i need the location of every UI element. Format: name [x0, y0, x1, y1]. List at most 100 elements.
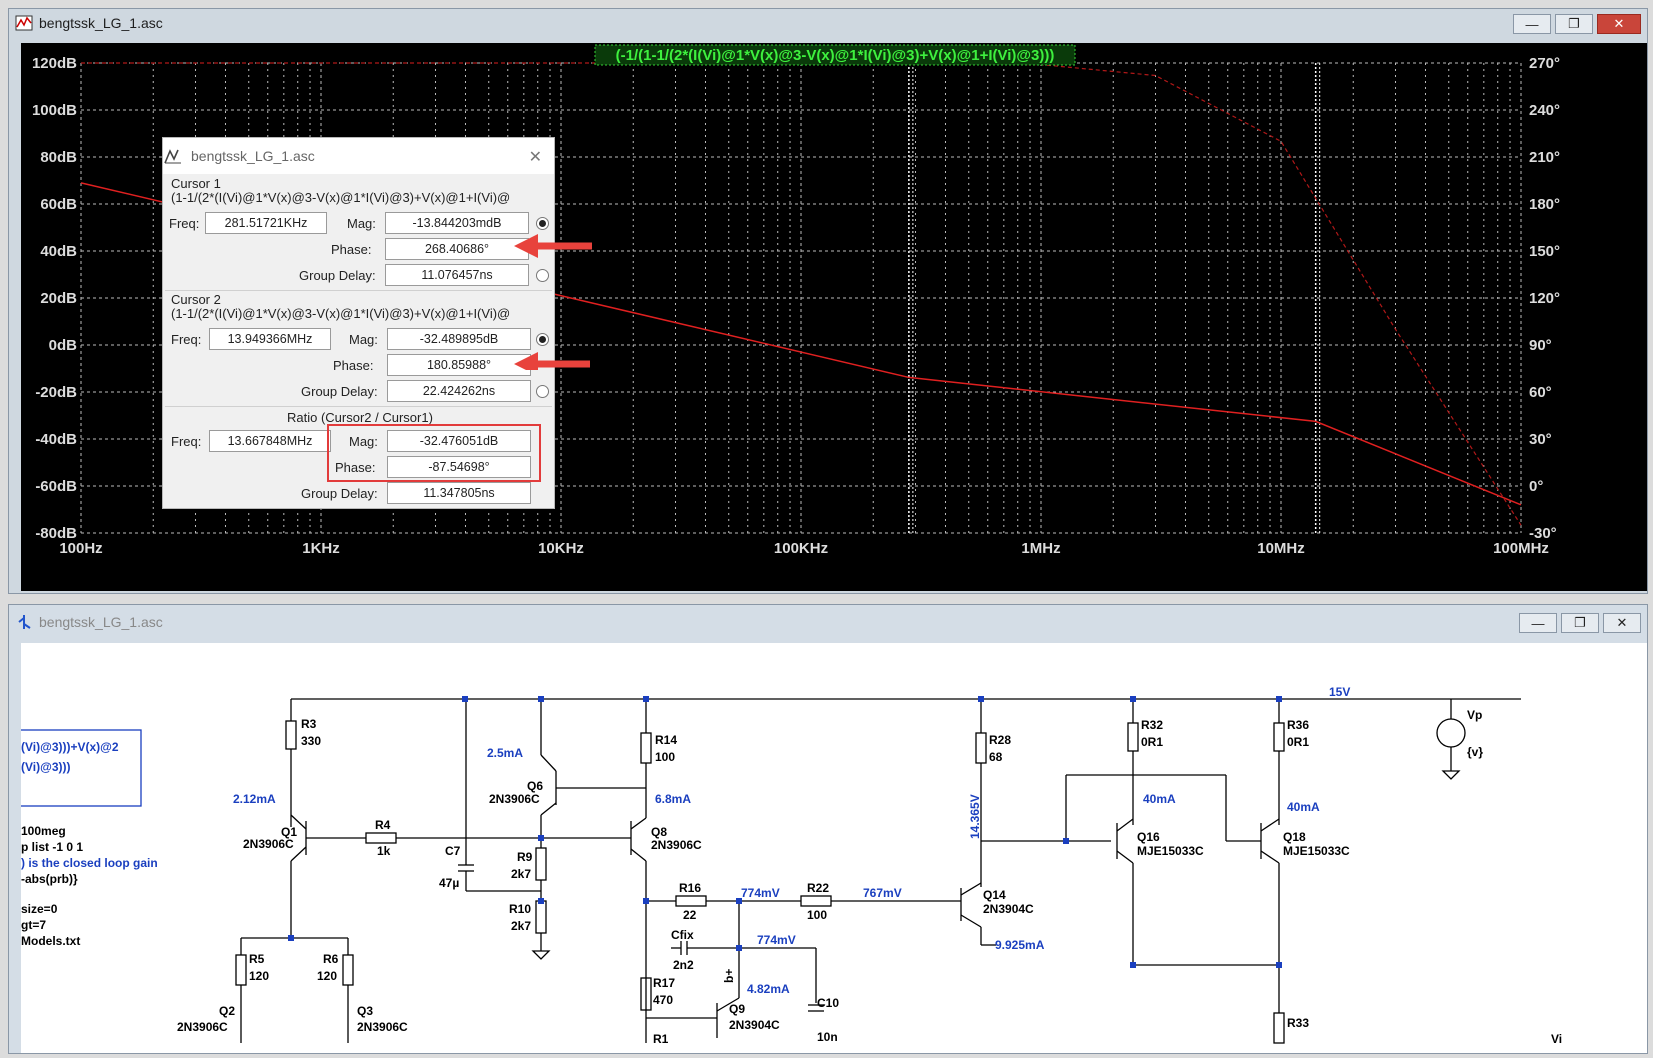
value-c10[interactable]: 10n	[817, 1030, 838, 1044]
cursor2-freq-field[interactable]: 13.949366MHz	[209, 328, 331, 350]
label-r3[interactable]: R3	[301, 717, 317, 731]
plot-restore-button[interactable]: ❐	[1555, 14, 1593, 34]
label-r4[interactable]: R4	[375, 818, 391, 832]
current-q18[interactable]: 40mA	[1287, 800, 1320, 814]
value-r6[interactable]: 120	[317, 969, 337, 983]
cursor2-phase-field[interactable]: 180.85988°	[387, 354, 531, 376]
plot-close-button[interactable]: ✕	[1597, 14, 1641, 34]
schematic-titlebar[interactable]: bengtssk_LG_1.asc	[9, 605, 1647, 639]
current-q1[interactable]: 2.12mA	[233, 792, 276, 806]
schematic-minimize-button[interactable]: —	[1519, 613, 1557, 633]
value-r14[interactable]: 100	[655, 750, 675, 764]
current-q9[interactable]: 4.82mA	[747, 982, 790, 996]
label-q2[interactable]: Q2	[219, 1004, 235, 1018]
label-vp[interactable]: Vp	[1467, 708, 1482, 722]
value-r17[interactable]: 470	[653, 993, 673, 1007]
current-q14[interactable]: 9.925mA	[995, 938, 1045, 952]
cursor2-gd-field[interactable]: 22.424262ns	[387, 380, 531, 402]
voltage-q14c[interactable]: 14.365V	[968, 794, 982, 839]
voltage-774b[interactable]: 774mV	[757, 933, 796, 947]
cursor2-expression: (1-1/(2*(I(Vi)@1*V(x)@3-V(x)@1*I(Vi)@3)+…	[171, 306, 511, 321]
cursor2-mag-field[interactable]: -32.489895dB	[387, 328, 531, 350]
label-r33[interactable]: R33	[1287, 1016, 1309, 1030]
model-q14[interactable]: 2N3904C	[983, 902, 1034, 916]
cursor1-phase-field[interactable]: 268.40686°	[385, 238, 529, 260]
ratio-phase-field[interactable]: -87.54698°	[387, 456, 531, 478]
label-q6[interactable]: Q6	[527, 779, 543, 793]
cursor2-mag-radio[interactable]	[536, 333, 549, 346]
label-q9[interactable]: Q9	[729, 1002, 745, 1016]
current-q6[interactable]: 2.5mA	[487, 746, 523, 760]
schematic-drawing[interactable]: (Vi)@3)))+V(x)@2 (Vi)@3))) 100meg p list…	[18, 643, 1647, 1053]
ratio-freq-field[interactable]: 13.667848MHz	[209, 430, 331, 452]
y-right-tick-label: 0°	[1529, 478, 1543, 495]
label-cfix[interactable]: Cfix	[671, 928, 694, 942]
label-c7[interactable]: C7	[445, 844, 461, 858]
cursor1-mag-field[interactable]: -13.844203mdB	[385, 212, 529, 234]
cursor2-gd-radio[interactable]	[536, 385, 549, 398]
model-q1[interactable]: 2N3906C	[243, 837, 294, 851]
label-r28[interactable]: R28	[989, 733, 1011, 747]
current-q8[interactable]: 6.8mA	[655, 792, 691, 806]
model-q6[interactable]: 2N3906C	[489, 792, 540, 806]
label-r16[interactable]: R16	[679, 881, 701, 895]
value-r5[interactable]: 120	[249, 969, 269, 983]
cursor1-mag-radio[interactable]	[536, 217, 549, 230]
label-q8[interactable]: Q8	[651, 825, 667, 839]
label-r22[interactable]: R22	[807, 881, 829, 895]
model-q16[interactable]: MJE15033C	[1137, 844, 1204, 858]
label-r32[interactable]: R32	[1141, 718, 1163, 732]
value-r9[interactable]: 2k7	[511, 867, 531, 881]
schematic-canvas[interactable]: (Vi)@3)))+V(x)@2 (Vi)@3))) 100meg p list…	[18, 643, 1647, 1053]
value-r36[interactable]: 0R1	[1287, 735, 1309, 749]
value-cfix[interactable]: 2n2	[673, 958, 694, 972]
voltage-767[interactable]: 767mV	[863, 886, 902, 900]
label-r10[interactable]: R10	[509, 902, 531, 916]
value-r4[interactable]: 1k	[377, 844, 391, 858]
label-r6[interactable]: R6	[323, 952, 339, 966]
value-c7[interactable]: 47µ	[439, 876, 459, 890]
value-r28[interactable]: 68	[989, 750, 1003, 764]
label-r36[interactable]: R36	[1287, 718, 1309, 732]
ratio-freq-label: Freq:	[171, 434, 202, 449]
current-q16[interactable]: 40mA	[1143, 792, 1176, 806]
label-r1[interactable]: R1	[653, 1032, 669, 1046]
schematic-restore-button[interactable]: ❐	[1561, 613, 1599, 633]
ratio-mag-field[interactable]: -32.476051dB	[387, 430, 531, 452]
value-r32[interactable]: 0R1	[1141, 735, 1163, 749]
value-r16[interactable]: 22	[683, 908, 697, 922]
label-vi[interactable]: Vi	[1551, 1032, 1562, 1046]
label-q18[interactable]: Q18	[1283, 830, 1306, 844]
label-r9[interactable]: R9	[517, 850, 533, 864]
plot-minimize-button[interactable]: —	[1513, 14, 1551, 34]
value-r22[interactable]: 100	[807, 908, 827, 922]
model-q2[interactable]: 2N3906C	[177, 1020, 228, 1034]
label-q3[interactable]: Q3	[357, 1004, 373, 1018]
cursor1-gd-radio[interactable]	[536, 269, 549, 282]
voltage-774a[interactable]: 774mV	[741, 886, 780, 900]
label-q1[interactable]: Q1	[281, 825, 297, 839]
ratio-gd-field[interactable]: 11.347805ns	[387, 482, 531, 504]
label-c10[interactable]: C10	[817, 996, 839, 1010]
cursor1-freq-field[interactable]: 281.51721KHz	[205, 212, 327, 234]
label-r5[interactable]: R5	[249, 952, 265, 966]
model-q8[interactable]: 2N3906C	[651, 838, 702, 852]
dialog-close-icon[interactable]: ✕	[528, 149, 542, 166]
dialog-titlebar[interactable]: bengtssk_LG_1.asc	[163, 138, 554, 174]
label-q14[interactable]: Q14	[983, 888, 1006, 902]
cursor1-gd-field[interactable]: 11.076457ns	[385, 264, 529, 286]
schematic-close-button[interactable]: ✕	[1603, 613, 1641, 633]
value-r10[interactable]: 2k7	[511, 919, 531, 933]
label-q16[interactable]: Q16	[1137, 830, 1160, 844]
plot-titlebar[interactable]: bengtssk_LG_1.asc	[9, 9, 1647, 37]
model-q9[interactable]: 2N3904C	[729, 1018, 780, 1032]
model-q3[interactable]: 2N3906C	[357, 1020, 408, 1034]
net-15v[interactable]: 15V	[1329, 685, 1350, 699]
value-vp[interactable]: {v}	[1467, 745, 1483, 759]
label-r14[interactable]: R14	[655, 733, 677, 747]
label-r17[interactable]: R17	[653, 976, 675, 990]
label-bplus[interactable]: b+	[722, 969, 736, 983]
model-q18[interactable]: MJE15033C	[1283, 844, 1350, 858]
trace-expression[interactable]: (-1/(1-1/(2*(I(Vi)@1*V(x)@3-V(x)@1*I(Vi)…	[616, 47, 1055, 64]
value-r3[interactable]: 330	[301, 734, 321, 748]
